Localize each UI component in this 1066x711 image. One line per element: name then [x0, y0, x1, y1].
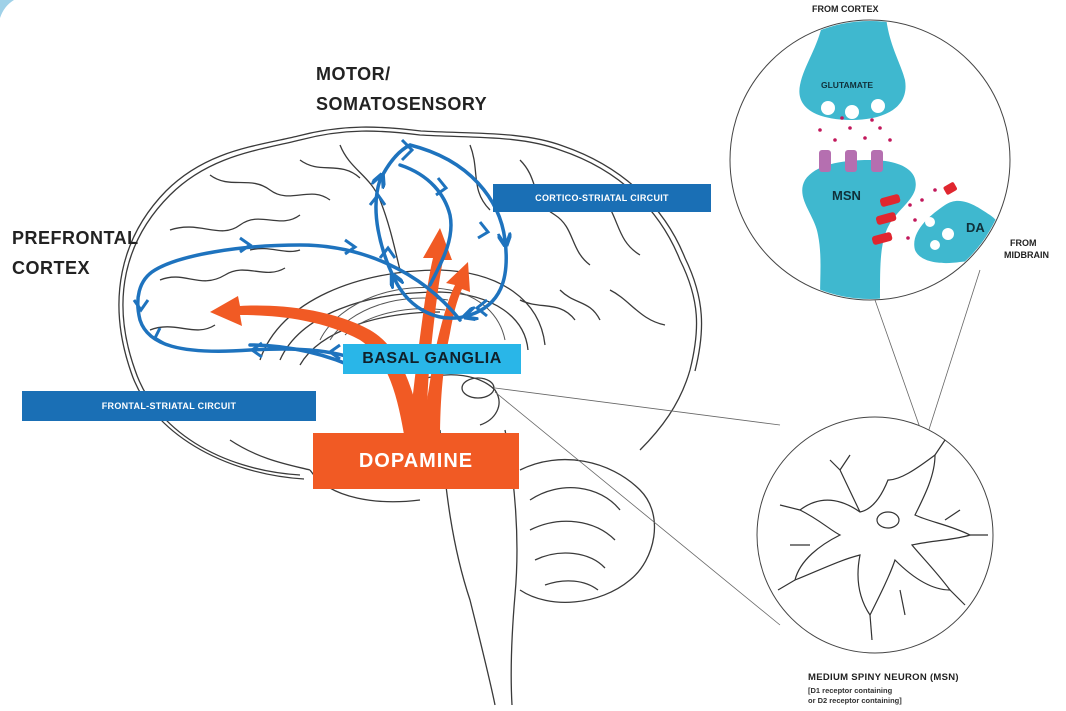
basal-ganglia-label: BASAL GANGLIA	[362, 350, 502, 368]
motor-label-line2: SOMATOSENSORY	[316, 92, 487, 116]
msn-inset	[757, 417, 993, 653]
msn-title: MEDIUM SPINY NEURON (MSN)	[808, 672, 959, 683]
cortico-striatal-box: CORTICO-STRIATAL CIRCUIT	[493, 184, 711, 212]
glutamate-label: GLUTAMATE	[821, 80, 873, 90]
corner-accent	[0, 0, 14, 18]
prefrontal-label-line1: PREFRONTAL	[12, 226, 139, 250]
cortico-striatal-label: CORTICO-STRIATAL CIRCUIT	[535, 192, 669, 204]
frontal-striatal-label: FRONTAL-STRIATAL CIRCUIT	[102, 400, 237, 412]
from-midbrain-line2: MIDBRAIN	[1004, 250, 1049, 260]
dopamine-box: DOPAMINE	[313, 433, 519, 489]
synapse-inset	[730, 0, 1010, 300]
msn-note-line2: or D2 receptor containing]	[808, 696, 902, 705]
frontal-striatal-box: FRONTAL-STRIATAL CIRCUIT	[22, 391, 316, 421]
msn-label: MSN	[832, 188, 861, 203]
msn-note-line1: [D1 receptor containing	[808, 686, 892, 695]
prefrontal-label-line2: CORTEX	[12, 256, 90, 280]
motor-label-line1: MOTOR/	[316, 62, 391, 86]
dopamine-label: DOPAMINE	[359, 450, 473, 473]
from-cortex-label: FROM CORTEX	[812, 4, 879, 14]
da-label: DA	[966, 220, 985, 235]
basal-ganglia-box: BASAL GANGLIA	[343, 344, 521, 374]
from-midbrain-line1: FROM	[1010, 238, 1037, 248]
